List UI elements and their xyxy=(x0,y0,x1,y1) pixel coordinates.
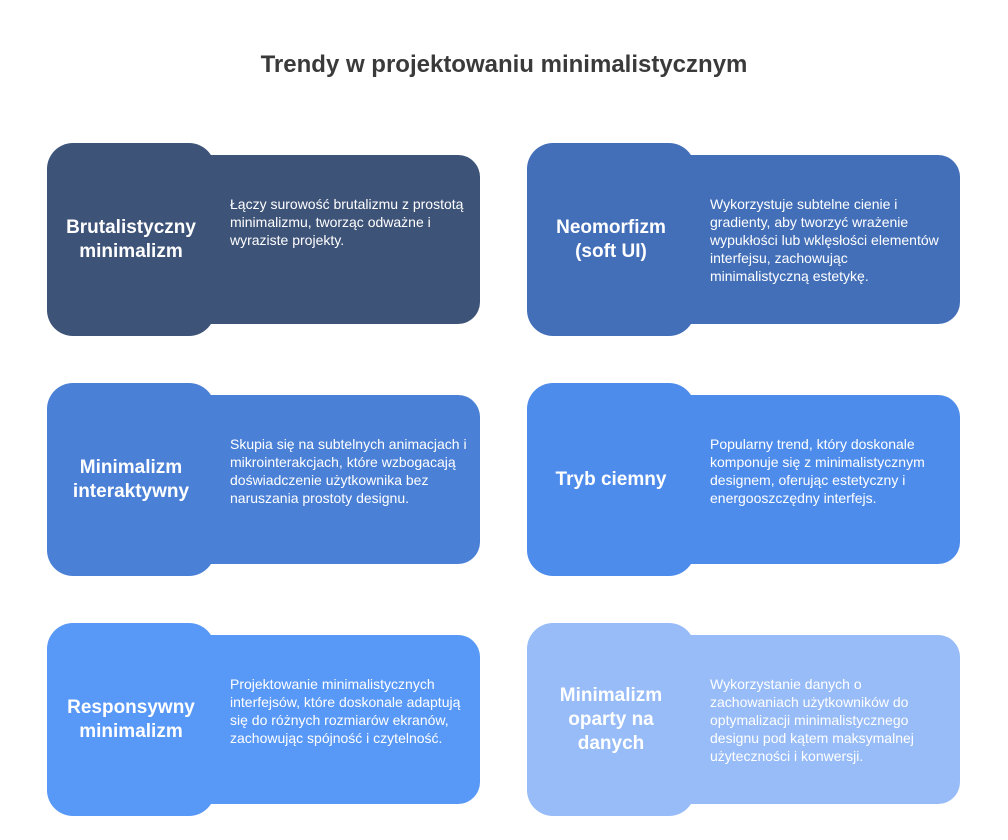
trend-card-title: Brutalistyczny minimalizm xyxy=(66,216,196,262)
trend-card-description: Łączy surowość brutalizmu z prostotą min… xyxy=(230,196,464,248)
trend-card-body xyxy=(667,395,960,564)
trend-card-body xyxy=(667,155,960,324)
trend-card-body xyxy=(667,635,960,804)
trend-card-description: Wykorzystuje subtelne cienie i gradienty… xyxy=(710,196,939,284)
trend-card-title-box: Minimalizm oparty na danych xyxy=(527,623,695,816)
trend-card-title: Responsywny minimalizm xyxy=(67,696,195,742)
trend-card-title: Tryb ciemny xyxy=(555,468,667,490)
trend-card-title-box: Responsywny minimalizm xyxy=(47,623,215,816)
trend-card-title: Minimalizm oparty na danych xyxy=(559,684,663,754)
trend-card-brutalist-minimalism: Brutalistyczny minimalizm Łączy surowość… xyxy=(47,143,480,336)
trend-card-title-box: Minimalizm interaktywny xyxy=(47,383,215,576)
trend-card-data-driven-minimalism: Minimalizm oparty na danych Wykorzystani… xyxy=(527,623,960,816)
trend-card-description: Projektowanie minimalistycznych interfej… xyxy=(230,676,461,746)
trend-card-title-box: Brutalistyczny minimalizm xyxy=(47,143,215,336)
trend-card-description: Popularny trend, który doskonale komponu… xyxy=(710,436,925,506)
trend-card-title: Neomorfizm (soft UI) xyxy=(556,216,666,262)
trend-card-title: Minimalizm interaktywny xyxy=(72,456,190,502)
trend-card-responsive-minimalism: Responsywny minimalizm Projektowanie min… xyxy=(47,623,480,816)
trend-card-body xyxy=(187,635,480,804)
trend-card-body xyxy=(187,395,480,564)
trend-card-body xyxy=(187,155,480,324)
page-title: Trendy w projektowaniu minimalistycznym xyxy=(260,51,748,78)
trend-card-title-box: Neomorfizm (soft UI) xyxy=(527,143,695,336)
trend-card-neomorphism: Neomorfizm (soft UI) Wykorzystuje subtel… xyxy=(527,143,960,336)
trend-card-interactive-minimalism: Minimalizm interaktywny Skupia się na su… xyxy=(47,383,480,576)
trend-card-title-box: Tryb ciemny xyxy=(527,383,695,576)
trend-card-description: Wykorzystanie danych o zachowaniach użyt… xyxy=(710,676,914,764)
trend-card-description: Skupia się na subtelnych animacjach i mi… xyxy=(230,436,467,506)
trend-card-dark-mode: Tryb ciemny Popularny trend, który dosko… xyxy=(527,383,960,576)
